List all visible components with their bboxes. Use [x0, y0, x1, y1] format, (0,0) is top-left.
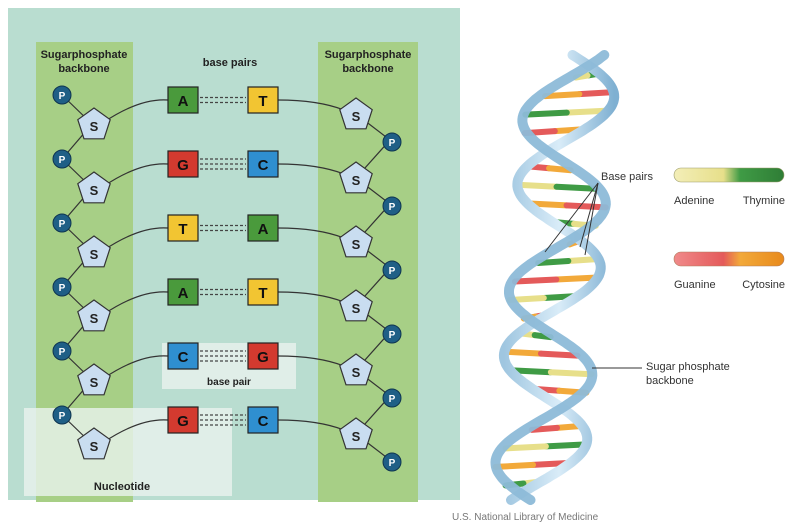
phosphate-right: P [383, 261, 401, 279]
phosphate-right: P [383, 197, 401, 215]
phosphate-right: P [383, 133, 401, 151]
svg-text:P: P [59, 347, 66, 358]
svg-text:P: P [59, 283, 66, 294]
phosphate-right: P [383, 389, 401, 407]
helix-base-half [551, 372, 592, 374]
helix-base-half [505, 446, 545, 448]
adenine-thymine-bar [674, 168, 784, 182]
base-pairs-pointer-2 [580, 183, 598, 247]
base-left: T [168, 215, 198, 241]
svg-text:P: P [389, 138, 396, 149]
svg-text:S: S [90, 375, 99, 390]
helix-legend: Adenine Thymine Guanine Cytosine [674, 168, 785, 291]
base-left: G [168, 151, 198, 177]
thymine-label: Thymine [743, 195, 785, 207]
svg-text:S: S [352, 365, 361, 380]
svg-text:S: S [90, 439, 99, 454]
base-pair-label: base pair [207, 377, 251, 388]
svg-text:C: C [178, 349, 189, 366]
base-left: G [168, 407, 198, 433]
svg-text:P: P [389, 330, 396, 341]
base-left: A [168, 279, 198, 305]
svg-text:S: S [352, 173, 361, 188]
base-right: G [248, 343, 278, 369]
left-backbone-title-line2: backbone [58, 63, 109, 75]
helix-base-half [567, 205, 606, 207]
base-right: T [248, 87, 278, 113]
helix-base-half [515, 280, 556, 282]
phosphate-left: P [53, 214, 71, 232]
guanine-cytosine-bar [674, 252, 784, 266]
svg-text:P: P [59, 411, 66, 422]
base-pairs-annotation: Base pairs [601, 171, 653, 183]
double-helix-illustration: Base pairs Sugar phosphate backbone Aden… [452, 55, 785, 523]
left-backbone-title-line1: Sugarphosphate [41, 49, 128, 61]
svg-text:S: S [90, 311, 99, 326]
base-left: A [168, 87, 198, 113]
base-left: C [168, 343, 198, 369]
phosphate-left: P [53, 278, 71, 296]
svg-text:P: P [389, 266, 396, 277]
phosphate-left: P [53, 86, 71, 104]
svg-text:S: S [352, 109, 361, 124]
base-right: T [248, 279, 278, 305]
svg-text:G: G [257, 349, 269, 366]
phosphate-right: P [383, 453, 401, 471]
image-credit: U.S. National Library of Medicine [452, 512, 599, 523]
svg-text:S: S [90, 119, 99, 134]
svg-text:P: P [389, 458, 396, 469]
svg-text:P: P [389, 394, 396, 405]
helix-base-half [517, 185, 556, 187]
svg-text:A: A [178, 93, 189, 110]
nucleotide-label: Nucleotide [94, 481, 150, 493]
base-pairs-title: base pairs [203, 57, 257, 69]
svg-text:S: S [352, 429, 361, 444]
helix-base-half [541, 354, 578, 356]
svg-text:T: T [258, 285, 267, 302]
svg-text:P: P [59, 219, 66, 230]
svg-text:A: A [178, 285, 189, 302]
svg-text:S: S [90, 183, 99, 198]
helix-base-half [557, 187, 596, 189]
right-backbone-title-line2: backbone [342, 63, 393, 75]
helix-base-half [525, 113, 566, 115]
base-right: A [248, 215, 278, 241]
svg-text:G: G [177, 157, 189, 174]
svg-text:T: T [258, 93, 267, 110]
dna-schematic-panel: Sugarphosphate backbone Sugarphosphate b… [8, 8, 460, 502]
guanine-label: Guanine [674, 279, 716, 291]
phosphate-left: P [53, 406, 71, 424]
backbone-annotation-line2: backbone [646, 375, 694, 387]
base-right: C [248, 407, 278, 433]
svg-text:C: C [258, 413, 269, 430]
svg-text:S: S [352, 237, 361, 252]
svg-text:G: G [177, 413, 189, 430]
phosphate-left: P [53, 342, 71, 360]
svg-text:A: A [258, 221, 269, 238]
svg-text:P: P [389, 202, 396, 213]
backbone-annotation-line1: Sugar phosphate [646, 361, 730, 373]
svg-text:T: T [178, 221, 187, 238]
svg-text:P: P [59, 91, 66, 102]
phosphate-right: P [383, 325, 401, 343]
svg-text:P: P [59, 155, 66, 166]
right-backbone-title-line1: Sugarphosphate [325, 49, 412, 61]
svg-text:S: S [352, 301, 361, 316]
svg-text:C: C [258, 157, 269, 174]
base-right: C [248, 151, 278, 177]
svg-text:S: S [90, 247, 99, 262]
phosphate-left: P [53, 150, 71, 168]
adenine-label: Adenine [674, 195, 714, 207]
cytosine-label: Cytosine [742, 279, 785, 291]
helix-base-half [504, 352, 541, 354]
